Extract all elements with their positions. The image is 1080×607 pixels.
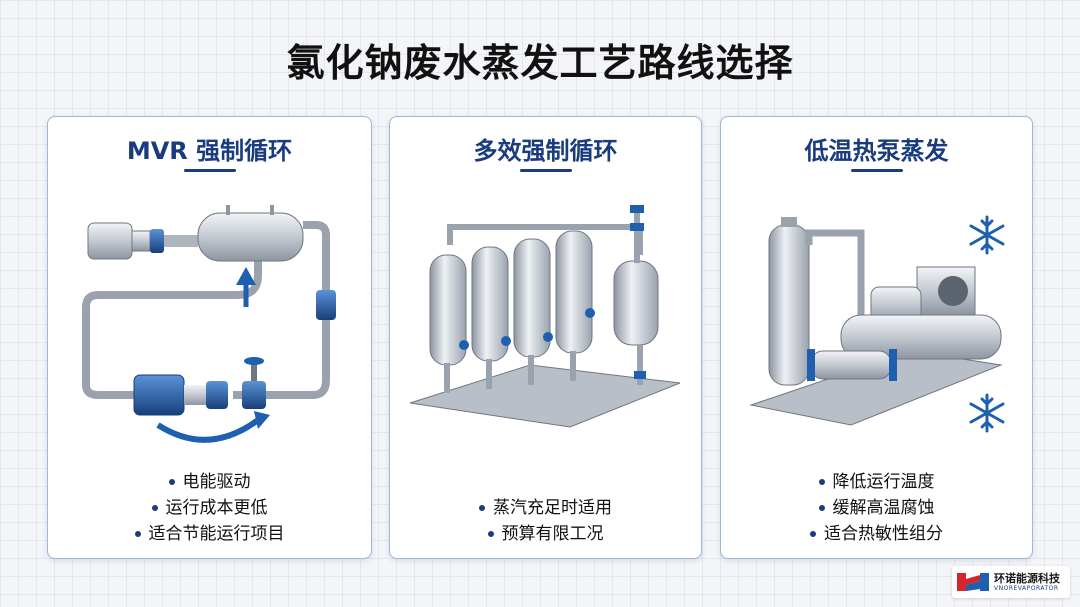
bullet-dot <box>479 505 485 511</box>
bullet-dot <box>168 479 175 485</box>
bullet-dot <box>818 505 825 511</box>
logo-mark-icon <box>957 573 989 591</box>
list-item: 电能驱动 <box>168 469 251 495</box>
card-title-heat-pump: 低温热泵蒸发 <box>804 137 949 165</box>
logo-name-cn: 环诺能源科技 <box>994 572 1060 585</box>
bullet-list: 蒸汽充足时适用 预算有限工况 <box>390 495 701 547</box>
bullet-dot <box>134 531 141 537</box>
list-item: 运行成本更低 <box>151 495 268 521</box>
title-underline <box>850 169 903 172</box>
title-underline <box>183 169 236 172</box>
title-underline <box>519 169 572 172</box>
card-heat-pump: 低温热泵蒸发 <box>720 116 1033 559</box>
list-item: 预算有限工况 <box>487 521 604 547</box>
snowflake-icon <box>969 393 1005 433</box>
mvr-equipment-illustration <box>82 205 336 443</box>
bullet-list: 降低运行温度 缓解高温腐蚀 适合热敏性组分 <box>721 469 1032 547</box>
bullet-dot <box>818 479 825 485</box>
card-title-mvr: MVR 强制循环 <box>126 137 293 165</box>
list-item: 蒸汽充足时适用 <box>479 495 612 521</box>
page-title: 氯化钠废水蒸发工艺路线选择 <box>286 41 794 85</box>
bullet-dot <box>487 531 494 537</box>
bullet-dot <box>151 505 158 511</box>
card-title-multi-effect: 多效强制循环 <box>473 137 618 165</box>
multi-effect-equipment-illustration <box>409 205 681 428</box>
list-item: 降低运行温度 <box>818 469 935 495</box>
flow-arrow-icon <box>236 267 256 307</box>
company-logo: 环诺能源科技 VNOREVAPORATOR <box>952 566 1070 598</box>
bullet-dot <box>810 531 816 537</box>
list-item: 适合节能运行项目 <box>134 521 285 547</box>
bullet-list: 电能驱动 运行成本更低 适合节能运行项目 <box>48 469 371 547</box>
list-item: 缓解高温腐蚀 <box>818 495 935 521</box>
snowflake-icon <box>969 215 1005 255</box>
list-item: 适合热敏性组分 <box>810 521 943 547</box>
logo-name-en: VNOREVAPORATOR <box>994 585 1059 592</box>
heat-pump-equipment-illustration <box>749 215 1005 433</box>
card-mvr: MVR 强制循环 <box>47 116 372 559</box>
card-multi-effect: 多效强制循环 蒸汽充足时适用 预算有限工况 <box>389 116 702 559</box>
